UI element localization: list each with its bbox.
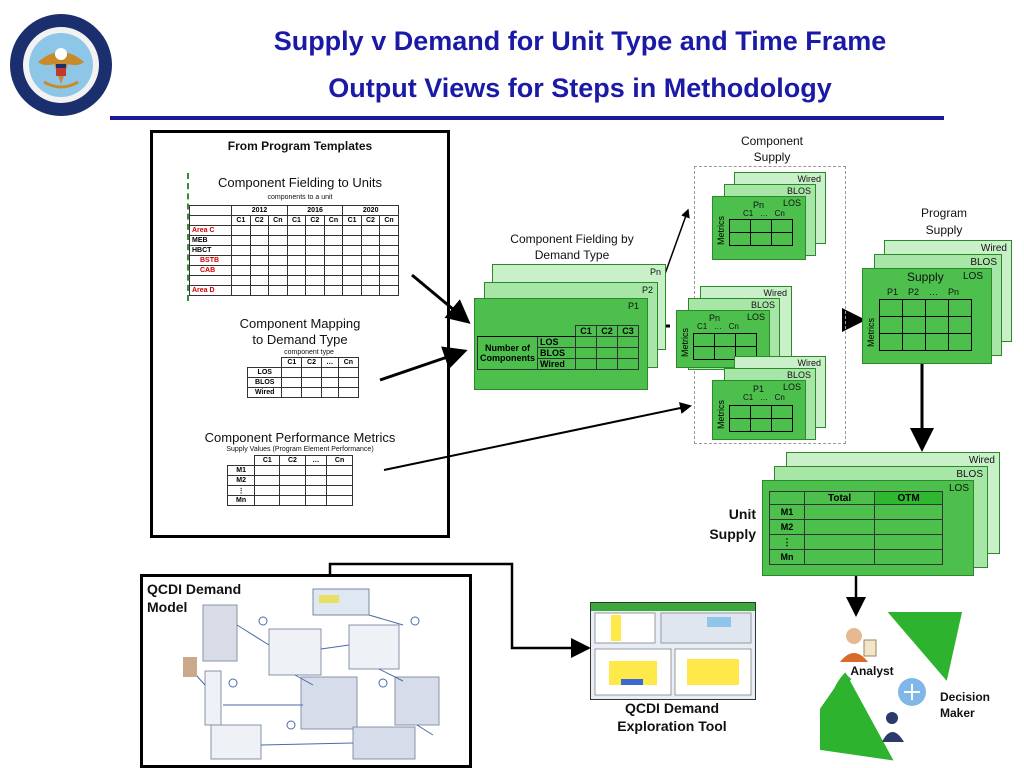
fielding-title: Component Fielding to Units bbox=[217, 175, 383, 190]
decision-maker-icon bbox=[882, 678, 926, 742]
demand-type-title-1: Component Fielding by bbox=[510, 232, 634, 246]
analyst-icon bbox=[840, 628, 877, 662]
performance-subtitle: Supply Values (Program Element Performan… bbox=[226, 446, 374, 453]
unit-supply-label-2: Supply bbox=[709, 526, 756, 542]
component-supply-title-2: Supply bbox=[753, 150, 791, 164]
qcdi-model-diagram bbox=[183, 588, 440, 760]
cycle-arrow-left bbox=[820, 672, 894, 761]
cycle-arrow-top bbox=[881, 612, 969, 681]
mapping-subtitle: component type bbox=[284, 349, 334, 356]
comp-supply-1-los: LOS Pn C1 … Cn Metrics bbox=[712, 196, 806, 260]
decision-maker-label-1: Decision bbox=[940, 690, 991, 704]
qcdi-exploration-tool-screenshot bbox=[590, 602, 756, 700]
title-line-1: Supply v Demand for Unit Type and Time F… bbox=[273, 26, 887, 56]
fielding-marker bbox=[187, 173, 189, 301]
program-supply-title-1: Program bbox=[920, 206, 967, 220]
qcdi-demand-model-panel: QCDI Demand Model bbox=[140, 574, 472, 768]
program-supply-title-2: Supply bbox=[925, 223, 963, 237]
mapping-title-2: to Demand Type bbox=[252, 332, 348, 347]
comp-supply-3-los: LOS P1 C1 … Cn Metrics bbox=[712, 380, 806, 440]
analyst-decision-cycle bbox=[820, 612, 969, 761]
qcdi-model-label-2: Model bbox=[147, 599, 188, 615]
program-supply-los: LOS Supply P1 P2 … Pn Metrics bbox=[862, 268, 992, 364]
qcdi-model-label-1: QCDI Demand bbox=[147, 581, 242, 597]
fielding-subtitle: components to a unit bbox=[267, 194, 333, 201]
demand-type-title-2: Demand Type bbox=[534, 248, 610, 262]
decision-maker-label-2: Maker bbox=[940, 706, 975, 720]
dod-seal-logo bbox=[10, 14, 112, 116]
program-templates-heading: From Program Templates bbox=[227, 139, 373, 153]
program-templates-panel: From Program Templates Component Fieldin… bbox=[150, 130, 450, 538]
qcdi-tool-label-1: QCDI Demand bbox=[624, 700, 720, 716]
unit-supply-label-1: Unit bbox=[728, 506, 756, 522]
analyst-label: Analyst bbox=[850, 664, 894, 678]
qcdi-tool-label-2: Exploration Tool bbox=[617, 718, 727, 734]
mapping-title-1: Component Mapping bbox=[239, 316, 361, 331]
title-line-2: Output Views for Steps in Methodology bbox=[328, 73, 832, 103]
performance-title: Component Performance Metrics bbox=[204, 430, 396, 445]
title-divider bbox=[110, 116, 944, 120]
component-supply-title-1: Component bbox=[740, 134, 804, 148]
